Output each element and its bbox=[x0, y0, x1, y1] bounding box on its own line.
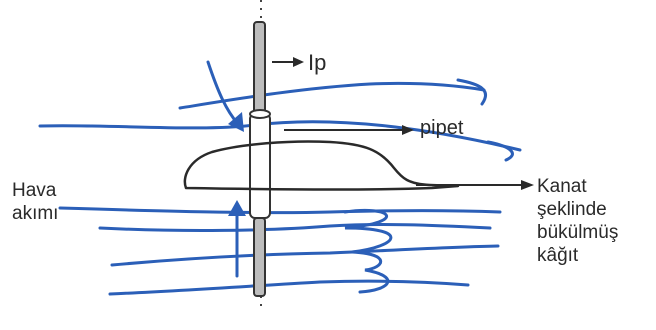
pointer-arrow-pipet-head bbox=[402, 125, 414, 135]
label-kanat-line2: şeklinde bbox=[537, 199, 607, 220]
pointer-arrows bbox=[272, 57, 534, 190]
pointer-arrow-ip-head bbox=[293, 57, 304, 67]
pipette-upper bbox=[253, 21, 266, 115]
label-hava-akimi: Hava akımı bbox=[12, 179, 58, 225]
pipette-collar bbox=[249, 113, 271, 219]
pipette-lower bbox=[253, 217, 266, 297]
label-ip: Ip bbox=[308, 50, 327, 75]
airflow-line-lower bbox=[110, 244, 500, 267]
airflow-line-upper-curl bbox=[486, 140, 514, 162]
pipette-collar-top bbox=[249, 109, 271, 119]
airflow-line-bottom bbox=[108, 279, 470, 296]
airflow-line-top bbox=[178, 81, 486, 110]
pipette bbox=[249, 21, 271, 297]
label-kanat-line4: kâğıt bbox=[537, 245, 579, 266]
force-arrow-down bbox=[206, 60, 244, 132]
bent-paper-wing bbox=[183, 140, 460, 191]
label-pipet: pipet bbox=[420, 117, 464, 139]
label-hava-akimi-line2: akımı bbox=[12, 203, 59, 224]
airflow-line-middle bbox=[58, 206, 502, 215]
force-arrow-up bbox=[228, 200, 246, 278]
airflow-line-top-curl bbox=[456, 78, 488, 106]
label-hava-akimi-line1: Hava bbox=[12, 180, 57, 201]
label-kanat-line1: Kanat bbox=[537, 176, 587, 197]
label-kanat-line3: bükülmüş bbox=[537, 222, 619, 243]
pointer-arrow-kanat-head bbox=[521, 180, 534, 190]
airflow-line-middle-2 bbox=[98, 223, 492, 232]
turbulence-squiggle bbox=[343, 208, 393, 294]
label-kanat: Kanat şeklinde bükülmüş kâğıt bbox=[537, 175, 618, 267]
